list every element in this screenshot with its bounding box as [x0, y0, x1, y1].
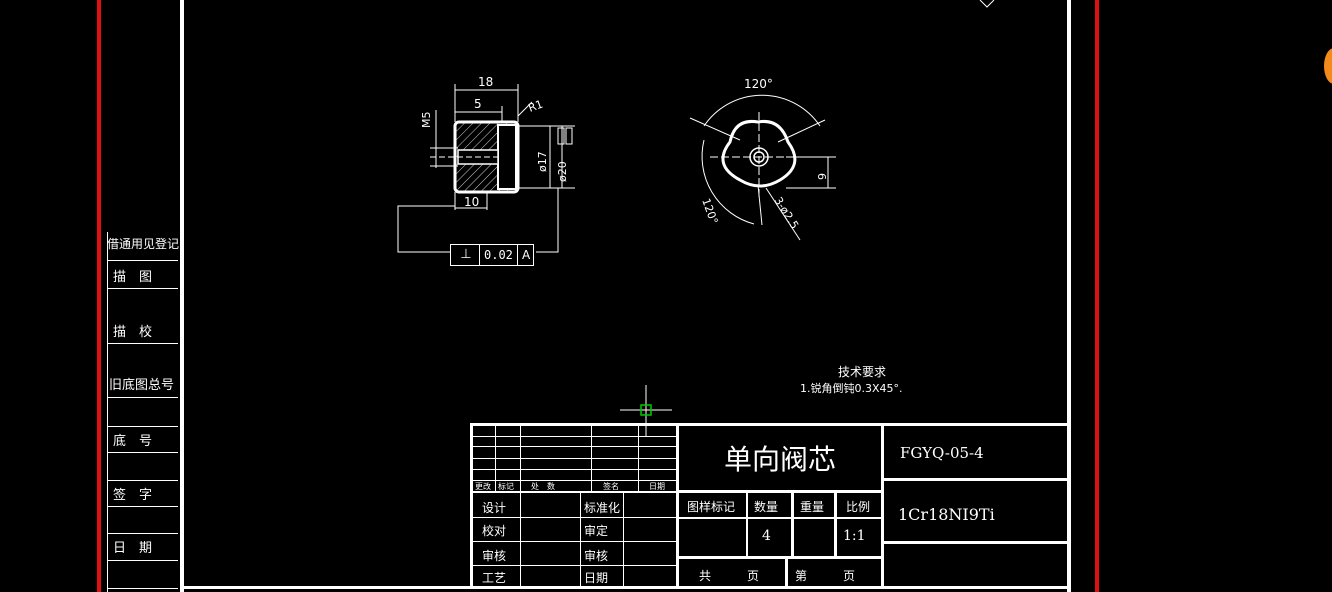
tolerance-value: 0.02	[484, 248, 513, 262]
rev-header-date: 日期	[649, 482, 665, 491]
triangle-marker-icon	[979, 0, 995, 8]
side-divider	[107, 343, 178, 344]
tb-divider	[470, 491, 677, 493]
sign-process-label: 工艺	[482, 571, 507, 585]
part-name: 单向阀芯	[723, 443, 836, 476]
tech-notes-title: 技术要求	[838, 365, 887, 379]
tolerance-frame[interactable]: ⊥ 0.02 A	[450, 244, 534, 266]
rev-header-mark: 标记	[498, 482, 514, 491]
side-label-trace: 描 图	[113, 270, 153, 285]
side-label-trace-check: 描 校	[113, 325, 153, 340]
dim-10: 10	[464, 195, 479, 209]
tb-top-border	[470, 423, 1070, 426]
sign-review-label: 审核	[482, 549, 507, 563]
rev-header-sign: 签名	[603, 482, 619, 491]
rev-header-count: 处 数	[531, 482, 555, 491]
sign-grid: 设计 标准化 校对 审定 审核 审核 工艺 日期	[473, 493, 676, 589]
tb-divider	[676, 423, 679, 589]
attr-weight: 重量	[800, 500, 825, 514]
crosshair-cursor-icon[interactable]	[620, 385, 672, 437]
tol-divider	[517, 245, 518, 265]
side-divider	[107, 397, 178, 398]
end-view[interactable]: 120° 120° 3-ø2.5 9	[680, 70, 860, 250]
frame-bottom-line	[180, 586, 1071, 589]
side-divider	[107, 533, 178, 534]
side-label-old-base-no: 旧底图总号	[109, 378, 175, 393]
dim-18: 18	[478, 75, 493, 89]
rev-header-change: 更改	[475, 482, 491, 491]
side-label-date: 日 期	[113, 541, 153, 556]
dim-5: 5	[474, 97, 482, 111]
side-column: 借通用见登记 描 图 描 校 旧底图总号 底 号 签 字 日 期	[107, 232, 179, 592]
side-divider	[107, 426, 178, 427]
angle-120-left: 120°	[699, 197, 720, 226]
dim-9: 9	[816, 173, 829, 180]
left-section-view[interactable]: 18 5 R1 M5 ø17 ø20 10	[390, 70, 590, 270]
quantity-value: 4	[762, 528, 771, 544]
dim-m5: M5	[420, 112, 433, 129]
tb-left-border	[470, 423, 473, 589]
sign-date-label: 日期	[584, 571, 609, 585]
sign-approve-label: 审定	[584, 524, 609, 538]
scale-value: 1:1	[843, 528, 866, 544]
side-divider	[107, 452, 178, 453]
sheets-total: 共 页	[699, 569, 760, 583]
side-divider	[107, 588, 178, 589]
attr-scale: 比例	[846, 500, 871, 514]
attr-drawing-mark: 图样标记	[687, 500, 736, 514]
drawing-number-cell: FGYQ-05-4	[884, 426, 1070, 478]
sign-standard-label: 标准化	[584, 501, 621, 515]
sign-proofread-label: 校对	[482, 524, 507, 538]
orange-tab-icon[interactable]	[1324, 48, 1332, 84]
tech-notes-line1: 1.锐角倒钝0.3X45°.	[800, 382, 903, 395]
tb-divider	[884, 541, 1070, 544]
side-label-signature: 签 字	[113, 488, 153, 503]
side-column-border	[107, 232, 108, 592]
side-divider	[107, 480, 178, 481]
dim-d17: ø17	[536, 151, 549, 172]
side-label-base-no: 底 号	[113, 434, 153, 449]
side-divider	[107, 560, 178, 561]
side-label-register: 借通用见登记	[107, 237, 180, 251]
angle-120-top: 120°	[744, 77, 773, 91]
material: 1Cr18NI9Ti	[898, 505, 995, 524]
side-divider	[107, 288, 178, 289]
tolerance-datum: A	[522, 248, 531, 262]
attr-quantity: 数量	[754, 500, 779, 514]
perpendicular-icon: ⊥	[460, 247, 472, 262]
title-block: 更改 标记 处 数 签名 日期 设计 标准化 校对 审定 审核 审核 工艺 日期…	[470, 423, 1070, 589]
side-divider	[107, 260, 178, 261]
dim-r1: R1	[527, 98, 545, 115]
tb-divider	[884, 478, 1070, 481]
dim-d20: ø20	[556, 161, 569, 182]
attr-grid: 图样标记 数量 重量 比例 4 1:1 共 页 第 页	[679, 493, 881, 589]
right-red-border	[1095, 0, 1099, 592]
revision-grid: 更改 标记 处 数 签名 日期	[473, 426, 676, 492]
material-cell: 1Cr18NI9Ti	[884, 481, 1070, 541]
side-divider	[107, 506, 178, 507]
part-name-cell: 单向阀芯	[679, 426, 881, 490]
tol-divider	[479, 245, 480, 265]
frame-left-line	[180, 0, 184, 592]
drawing-number: FGYQ-05-4	[900, 444, 984, 462]
dim-holes: 3-ø2.5	[771, 195, 801, 232]
left-red-border	[97, 0, 101, 592]
sheet-number: 第 页	[795, 569, 856, 583]
frame-right-line	[1067, 0, 1071, 592]
tb-divider	[881, 423, 884, 589]
tb-divider	[679, 490, 881, 493]
sign-design-label: 设计	[482, 501, 507, 515]
sign-review2-label: 审核	[584, 549, 609, 563]
